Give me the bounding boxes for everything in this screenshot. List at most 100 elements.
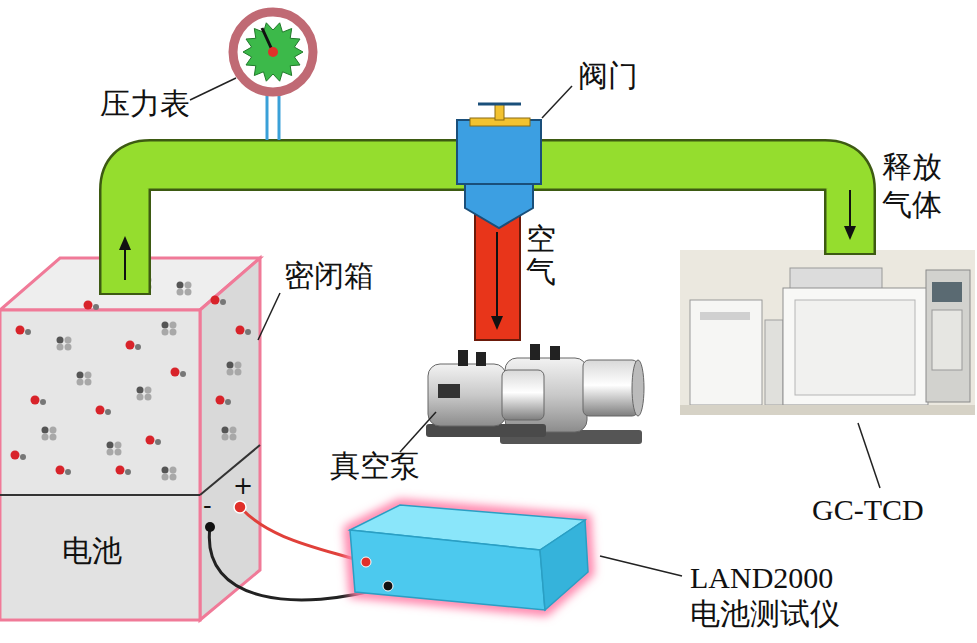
gas-molecules bbox=[84, 301, 93, 310]
gc-tcd-instrument bbox=[680, 250, 975, 415]
gas-molecules bbox=[107, 442, 114, 449]
gas-molecules bbox=[235, 369, 242, 376]
gas-molecules bbox=[93, 304, 99, 310]
gas-molecules bbox=[115, 442, 122, 449]
gas-molecules bbox=[170, 467, 177, 474]
gas-molecules bbox=[50, 434, 57, 441]
battery-tester bbox=[361, 557, 371, 567]
flow-label: 空气 bbox=[526, 222, 556, 288]
gas-molecules bbox=[11, 277, 252, 481]
vacuum-pump bbox=[502, 370, 544, 420]
gas-molecules bbox=[56, 466, 65, 475]
gas-pipe bbox=[119, 236, 131, 250]
part-label: 真空泵 bbox=[330, 448, 420, 484]
gas-molecules bbox=[85, 379, 92, 386]
vacuum-pump bbox=[583, 360, 638, 416]
gas-pipe bbox=[124, 248, 126, 280]
gas-molecules bbox=[77, 379, 84, 386]
pressure-gauge bbox=[233, 12, 313, 140]
gas-molecules bbox=[185, 289, 192, 296]
gc-tcd-instrument bbox=[690, 300, 762, 405]
battery-tester bbox=[350, 505, 588, 610]
sealed-box bbox=[200, 258, 260, 620]
gas-molecules bbox=[40, 399, 46, 405]
battery-tester bbox=[540, 520, 588, 610]
valve bbox=[478, 103, 521, 106]
gas-molecules bbox=[126, 341, 135, 350]
gas-molecules bbox=[222, 434, 229, 441]
gas-molecules bbox=[125, 469, 131, 475]
gas-molecules bbox=[65, 469, 71, 475]
gas-molecules bbox=[177, 282, 184, 289]
leader-line bbox=[190, 78, 236, 100]
leader-line bbox=[858, 423, 880, 488]
part-label: 密闭箱 bbox=[284, 258, 374, 294]
leader-line bbox=[542, 86, 572, 118]
vacuum-pump bbox=[530, 344, 540, 360]
gc-tcd-instrument bbox=[680, 405, 975, 415]
part-label: GC-TCD bbox=[812, 492, 924, 528]
gas-molecules bbox=[107, 449, 114, 456]
gas-molecules bbox=[31, 396, 40, 405]
gas-molecules bbox=[16, 326, 25, 335]
flow-label: 释放 气体 bbox=[882, 148, 954, 223]
battery-tester bbox=[350, 505, 588, 610]
pressure-gauge bbox=[278, 92, 281, 140]
gas-pipe bbox=[844, 226, 856, 240]
gas-molecules bbox=[42, 427, 49, 434]
gas-molecules bbox=[137, 387, 144, 394]
gas-molecules bbox=[227, 369, 234, 376]
gas-molecules bbox=[65, 344, 72, 351]
pressure-gauge bbox=[266, 92, 269, 140]
vacuum-pump bbox=[458, 350, 468, 366]
gas-molecules bbox=[77, 372, 84, 379]
wire bbox=[234, 501, 246, 513]
gc-tcd-instrument bbox=[932, 282, 962, 302]
valve bbox=[465, 184, 533, 228]
gas-molecules bbox=[105, 409, 111, 415]
gas-molecules bbox=[180, 371, 186, 377]
gas-molecules bbox=[162, 474, 169, 481]
air-pipe bbox=[491, 316, 503, 330]
gc-tcd-instrument bbox=[765, 320, 783, 405]
gas-molecules bbox=[25, 329, 31, 335]
valve bbox=[457, 120, 541, 184]
gas-molecules bbox=[155, 439, 161, 445]
leader-line bbox=[190, 78, 880, 576]
gas-molecules bbox=[145, 387, 152, 394]
sealed-box bbox=[2, 497, 198, 618]
gas-molecules bbox=[57, 337, 64, 344]
gas-molecules bbox=[170, 329, 177, 336]
part-label: 压力表 bbox=[100, 86, 190, 122]
gc-tcd-instrument bbox=[783, 288, 928, 405]
leader-line bbox=[600, 556, 682, 576]
gas-molecules bbox=[230, 434, 237, 441]
vacuum-pump bbox=[632, 360, 644, 416]
vacuum-pump bbox=[426, 344, 644, 444]
gas-molecules bbox=[177, 289, 184, 296]
gas-molecules bbox=[11, 451, 20, 460]
gas-molecules bbox=[85, 372, 92, 379]
gas-molecules bbox=[162, 467, 169, 474]
gas-molecules bbox=[96, 406, 105, 415]
gc-tcd-instrument bbox=[700, 312, 750, 320]
gas-molecules bbox=[42, 434, 49, 441]
gas-molecules bbox=[50, 427, 57, 434]
vacuum-pump bbox=[550, 346, 560, 360]
pressure-gauge bbox=[268, 47, 278, 57]
gas-molecules bbox=[220, 299, 226, 305]
gas-molecules bbox=[57, 344, 64, 351]
gas-molecules bbox=[185, 282, 192, 289]
vacuum-pump bbox=[428, 364, 506, 426]
gc-tcd-instrument bbox=[790, 268, 882, 290]
gas-molecules bbox=[162, 329, 169, 336]
battery-tester bbox=[350, 530, 545, 610]
gas-molecules bbox=[227, 362, 234, 369]
gas-molecules bbox=[225, 399, 231, 405]
leader-line bbox=[258, 293, 280, 340]
sealed-box bbox=[0, 494, 200, 496]
gas-molecules bbox=[222, 427, 229, 434]
gas-molecules bbox=[146, 436, 155, 445]
part-label: 阀门 bbox=[578, 58, 638, 94]
gas-molecules bbox=[162, 322, 169, 329]
